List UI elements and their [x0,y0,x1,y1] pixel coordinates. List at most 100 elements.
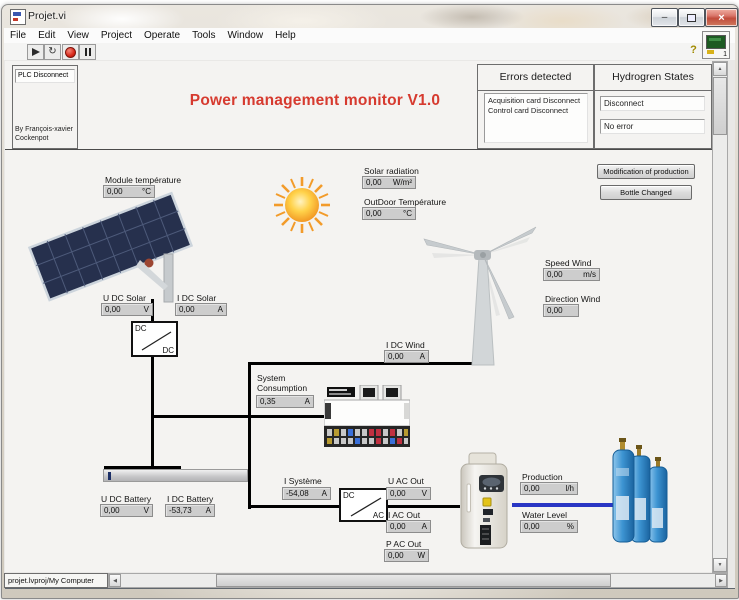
speed-wind-label: Speed Wind [545,258,592,268]
plc-status-box: PLC Disconnect By François-xavier Cocken… [12,65,78,149]
solar-radiation-label: Solar radiation [364,166,419,176]
abort-button[interactable] [62,44,79,60]
hydrogen-generator-image [460,452,508,549]
minimize-button[interactable]: – [651,8,678,27]
menu-help[interactable]: Help [275,30,296,41]
menu-operate[interactable]: Operate [143,30,181,41]
page-title: Power management monitor V1.0 [189,92,441,109]
bottle-changed-button[interactable]: Bottle Changed [600,185,692,200]
direction-wind-label: Direction Wind [545,294,601,304]
u-dc-battery-label: U DC Battery [101,494,152,504]
i-dc-battery-label: I DC Battery [167,494,214,504]
pause-icon [84,43,92,61]
vi-icon-accent [707,50,714,54]
abort-icon [65,46,76,58]
module-temperature-label: Module température [105,175,182,185]
front-panel [5,61,714,572]
author-label: By François-xavier Cockenpot [15,126,73,142]
maximize-icon [687,13,696,22]
horizontal-scroll-thumb[interactable] [216,574,611,587]
wind-turbine-image [423,226,537,366]
run-continuous-icon: ↻ [48,46,57,57]
system-consumption-label: System Consumption [257,373,308,393]
hydrogen-pipe [512,503,650,507]
hydrogen-error-field: No error [600,119,705,134]
wire-dcdc-to-battery [151,356,154,468]
run-continuous-button[interactable]: ↻ [44,44,61,60]
menu-file[interactable]: File [10,30,27,41]
scroll-left-button[interactable]: ◀ [109,574,121,587]
i-systeme-label: I Système [284,476,322,486]
u-dc-solar-label: U DC Solar [103,293,146,303]
run-button[interactable] [27,44,44,60]
i-dc-wind-label: I DC Wind [386,340,425,350]
scroll-down-button[interactable]: ▼ [713,558,727,572]
outdoor-temperature-field: 0,00°C [362,207,416,220]
wire-mid-vertical [248,362,251,509]
module-temperature-field: 0,00°C [103,185,155,198]
execution-target-tab[interactable]: projet.lvproj/My Computer [4,573,108,588]
vi-icon[interactable]: 1 [702,31,730,59]
labview-app-icon [10,9,26,25]
close-button[interactable]: × [705,8,738,27]
p-ac-out-label: P AC Out [386,539,422,549]
sun-icon [274,177,330,233]
direction-wind-field: 0,00 [543,304,579,317]
outdoor-temperature-label: OutDoor Température [364,197,447,207]
window-title: Projet.vi [28,10,66,22]
water-level-label: Water Level [522,510,568,520]
header-separator [5,149,712,150]
menu-tools[interactable]: Tools [192,30,216,41]
vertical-scrollbar[interactable]: ▲ ▼ [712,61,728,573]
hydrogen-states-box: Hydrogren States Disconnect No error [594,64,712,149]
run-icon [31,48,40,56]
menu-edit[interactable]: Edit [38,30,56,41]
wire-battery-cap [104,466,181,469]
production-label: Production [522,472,563,482]
scroll-up-button[interactable]: ▲ [713,62,727,76]
scroll-right-button[interactable]: ▶ [715,574,727,587]
modification-of-production-button[interactable]: Modification of production [597,164,695,179]
wire-bus-to-plc [151,415,325,418]
i-ac-out-label: I AC Out [388,510,421,520]
hydrogen-state-field: Disconnect [600,96,705,111]
plc-status-field: PLC Disconnect [15,69,75,83]
title-bar[interactable]: Projet.vi – × [2,5,738,29]
vi-icon-screen [706,35,726,49]
plc-device-image [324,385,410,447]
i-dc-solar-label: I DC Solar [177,293,217,303]
gas-bottles-image [612,438,668,543]
wire-wind-bus [248,362,493,365]
menu-window[interactable]: Window [227,30,264,41]
context-help-icon[interactable]: ? [690,44,697,56]
pause-button[interactable] [79,44,96,60]
u-ac-out-label: U AC Out [388,476,424,486]
errors-field: Acquisition card Disconnect Control card… [484,93,588,143]
toolbar: ↻ [4,43,735,61]
hydrogen-states-title: Hydrogren States [595,65,711,91]
menu-project[interactable]: Project [100,30,132,41]
water-level-field: 0,00% [520,520,578,533]
dc-dc-converter: DC DC [131,321,178,357]
vertical-scroll-thumb[interactable] [713,77,727,135]
menu-view[interactable]: View [67,30,89,41]
menu-bar: File Edit View Project Operate Tools Win… [4,28,735,44]
maximize-button[interactable] [678,8,705,27]
dc-ac-inverter: DC AC [339,488,388,522]
horizontal-scrollbar[interactable]: ◀ ▶ [108,573,728,588]
errors-title: Errors detected [478,65,593,91]
battery-image [103,469,248,482]
